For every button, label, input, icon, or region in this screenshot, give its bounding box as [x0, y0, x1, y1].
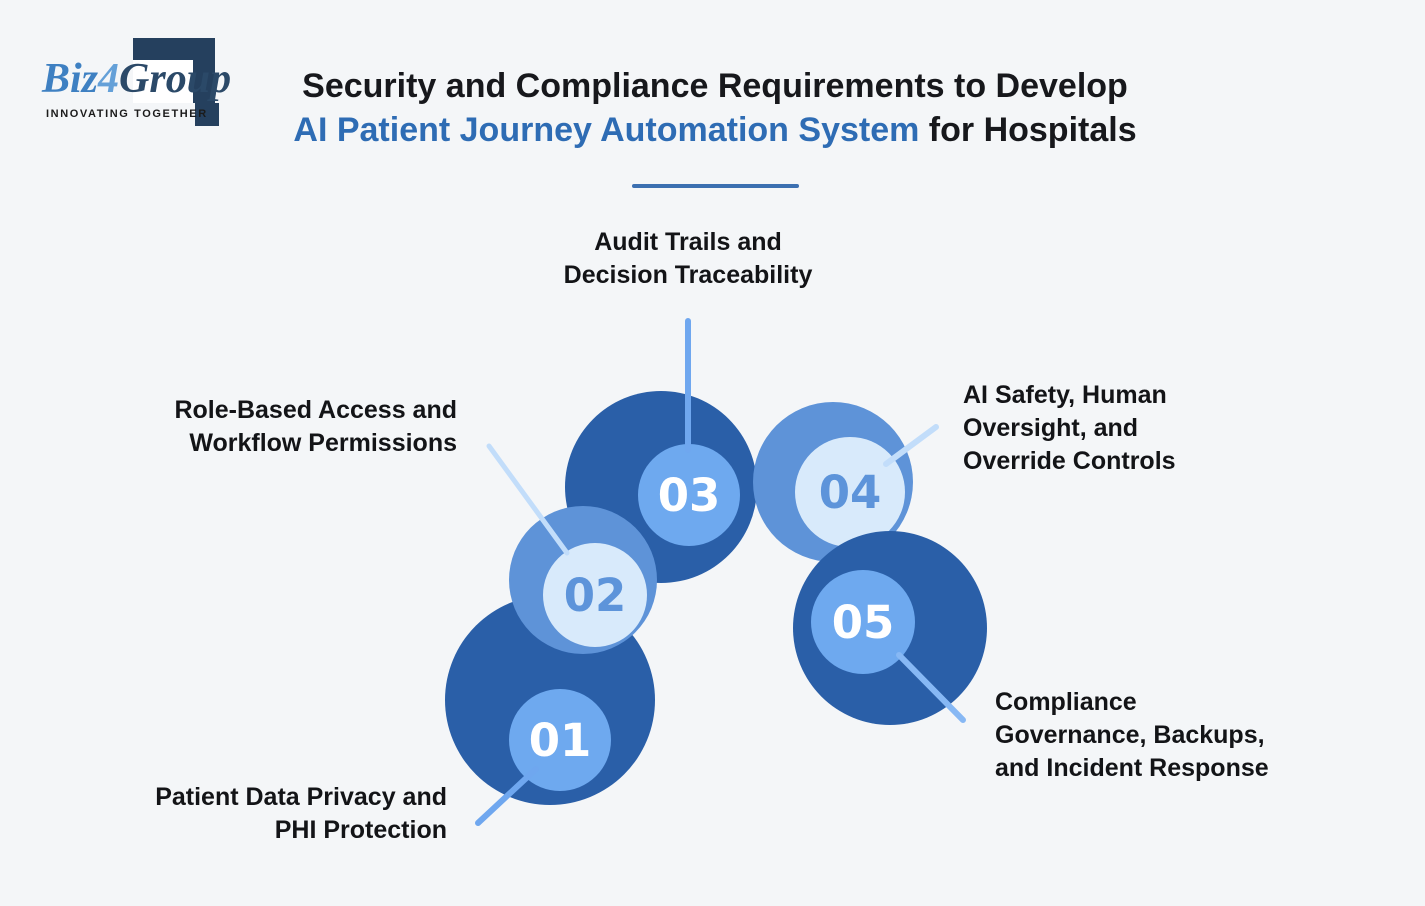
step-03-number: 03: [657, 468, 721, 522]
step-03-label: Audit Trails and Decision Traceability: [518, 226, 858, 292]
biz4group-logo-mark-icon: [133, 38, 219, 126]
step-05-number: 05: [831, 595, 895, 649]
step-02-label-line-2: Workflow Permissions: [189, 429, 457, 457]
title-rest: for Hospitals: [919, 111, 1137, 149]
step-02-label-line-1: Role-Based Access and: [174, 396, 457, 424]
step-02-number-badge: 02: [543, 543, 647, 647]
step-04-label-line-1: AI Safety, Human: [963, 381, 1167, 409]
title-highlight: AI Patient Journey Automation System: [293, 111, 920, 149]
step-01-label-line-1: Patient Data Privacy and: [155, 783, 447, 811]
step-05-label-line-3: and Incident Response: [995, 754, 1269, 782]
step-03-number-badge: 03: [638, 444, 740, 546]
title-underline: [631, 184, 799, 188]
title-line-2: AI Patient Journey Automation System for…: [230, 108, 1200, 152]
biz4group-logo: Biz4Group: [42, 55, 231, 103]
logo-mark-foot: [195, 103, 219, 126]
step-02-label: Role-Based Access and Workflow Permissio…: [147, 394, 457, 460]
step-05-circle: 05: [793, 531, 987, 725]
step-03-label-line-2: Decision Traceability: [563, 261, 813, 289]
step-05-label-line-1: Compliance: [995, 688, 1137, 716]
step-04-label-line-3: Override Controls: [963, 447, 1176, 475]
step-04-number: 04: [818, 465, 882, 519]
step-01-label-line-2: PHI Protection: [274, 816, 447, 844]
step-04-label-line-2: Oversight, and: [963, 414, 1139, 442]
logo-part-biz: Biz: [42, 56, 99, 102]
step-02-number: 02: [563, 568, 627, 622]
step-04-label: AI Safety, Human Oversight, and Override…: [963, 379, 1243, 478]
logo-part-group: Group: [119, 56, 232, 102]
step-01-number-badge: 01: [509, 689, 611, 791]
step-05-label: Compliance Governance, Backups, and Inci…: [995, 686, 1325, 785]
logo-mark-right-bar: [193, 38, 215, 103]
step-03-label-line-1: Audit Trails and: [594, 228, 782, 256]
step-05-label-line-2: Governance, Backups,: [995, 721, 1265, 749]
step-01-number: 01: [528, 713, 592, 767]
step-02-circle: 02: [509, 506, 657, 654]
step-01-label: Patient Data Privacy and PHI Protection: [137, 781, 447, 847]
step-05-number-badge: 05: [811, 570, 915, 674]
logo-part-4: 4: [98, 56, 120, 102]
title-line-1: Security and Compliance Requirements to …: [302, 67, 1128, 105]
page-title: Security and Compliance Requirements to …: [230, 64, 1200, 188]
logo-tagline: INNOVATING TOGETHER: [46, 108, 208, 120]
step-03-circle: 03: [565, 391, 757, 583]
